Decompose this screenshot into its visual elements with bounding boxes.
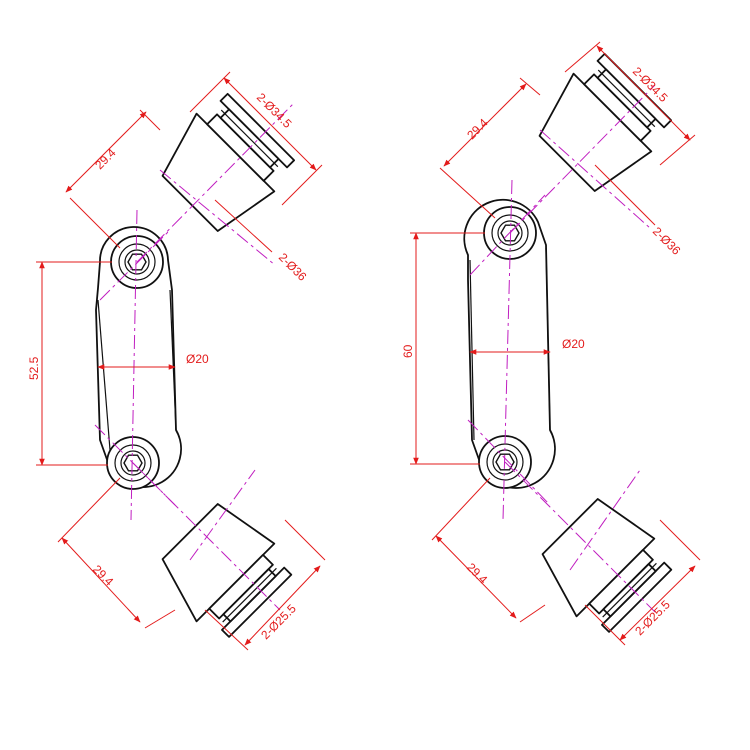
right-arm-dia-label: Ø20 (562, 337, 585, 351)
right-dimensions (410, 41, 701, 646)
left-top-offset-label: 29.4 (92, 145, 119, 172)
left-top-flange-dia-label: 2-Ø34.5 (254, 90, 295, 131)
right-top-fitting (538, 52, 672, 192)
left-top-body-dia-label: 2-Ø36 (276, 250, 310, 284)
left-arm-dia-label: Ø20 (186, 352, 209, 366)
right-top-body-dia-label: 2-Ø36 (650, 224, 684, 258)
left-bottom-flange-dia-label: 2-Ø25.5 (258, 601, 299, 642)
right-hole-spacing-label: 60 (401, 344, 415, 358)
right-top-offset-label: 29.4 (464, 115, 491, 142)
view-right: 29.4 2-Ø34.5 2-Ø36 Ø20 60 29.4 2-Ø25.5 (401, 41, 701, 646)
view-left: 29.4 2-Ø34.5 2-Ø36 Ø20 52.5 29.4 2-Ø25.5 (27, 71, 326, 651)
left-bottom-offset-label: 29.4 (90, 562, 117, 589)
left-hole-spacing-label: 52.5 (27, 356, 41, 380)
left-dimensions (36, 71, 326, 651)
right-bottom-offset-label: 29.4 (464, 560, 491, 587)
